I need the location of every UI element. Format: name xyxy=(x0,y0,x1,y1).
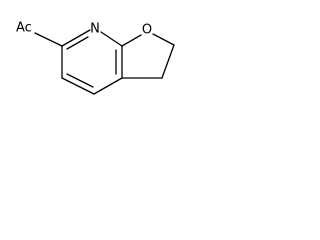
bond-c6-n7-double xyxy=(61,29,91,47)
bond-acetyl-c6 xyxy=(34,32,63,47)
bond-c7a-o1 xyxy=(121,34,142,47)
nitrogen-atom-label: N xyxy=(90,22,100,37)
bond-c3a-c4 xyxy=(93,77,123,95)
chemical-structure: Ac N O xyxy=(16,21,175,95)
acetyl-label: Ac xyxy=(16,21,32,36)
bond-c6-n7-inner xyxy=(66,36,89,50)
bond-n7-c7a xyxy=(100,31,123,47)
bond-c2-c3 xyxy=(161,44,175,79)
bond-c4-c5-inner xyxy=(66,73,94,88)
oxygen-atom-label: O xyxy=(142,23,152,38)
bond-c4-c5-double xyxy=(61,77,95,95)
bond-o1-c2 xyxy=(152,33,175,46)
